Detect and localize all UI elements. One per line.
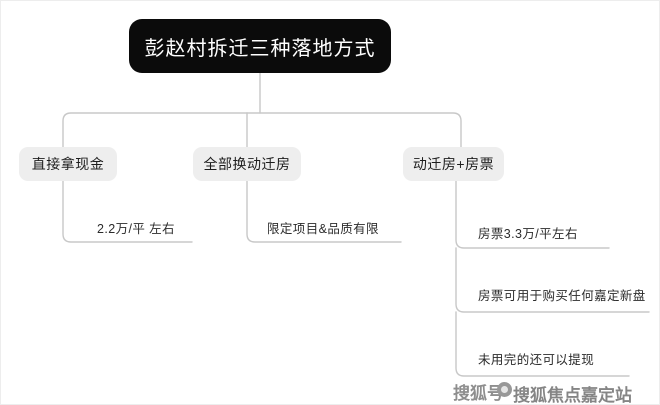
- watermark-primary-text: 搜狐号: [453, 384, 504, 403]
- sohu-logo-icon: [497, 382, 512, 397]
- root-node[interactable]: 彭赵村拆迁三种落地方式: [129, 19, 391, 73]
- root-node-label: 彭赵村拆迁三种落地方式: [144, 37, 376, 60]
- watermark-secondary-text: 搜狐焦点嘉定站: [513, 386, 632, 405]
- leaf-node-housing-limits[interactable]: 限定项目&品质有限: [267, 222, 379, 236]
- branch-node-label: 全部换动迁房: [203, 156, 291, 172]
- leaf-node-voucher-usage[interactable]: 房票可用于购买任何嘉定新盘: [478, 289, 646, 303]
- leaf-node-voucher-price[interactable]: 房票3.3万/平左右: [478, 227, 578, 241]
- branch-node-label: 直接拿现金: [31, 156, 105, 172]
- branch-node-cash[interactable]: 直接拿现金: [19, 147, 117, 181]
- branch-node-relocation-housing[interactable]: 全部换动迁房: [193, 147, 301, 181]
- connector-branch-bus: [62, 112, 462, 148]
- leaf-node-cash-price[interactable]: 2.2万/平 左右: [97, 222, 175, 236]
- leaf-node-voucher-cashout[interactable]: 未用完的还可以提现: [478, 353, 595, 367]
- watermark: 搜狐号 搜狐焦点嘉定站: [453, 378, 653, 405]
- branch-node-label: 动迁房+房票: [412, 156, 495, 172]
- branch-node-housing-plus-voucher[interactable]: 动迁房+房票: [403, 147, 504, 181]
